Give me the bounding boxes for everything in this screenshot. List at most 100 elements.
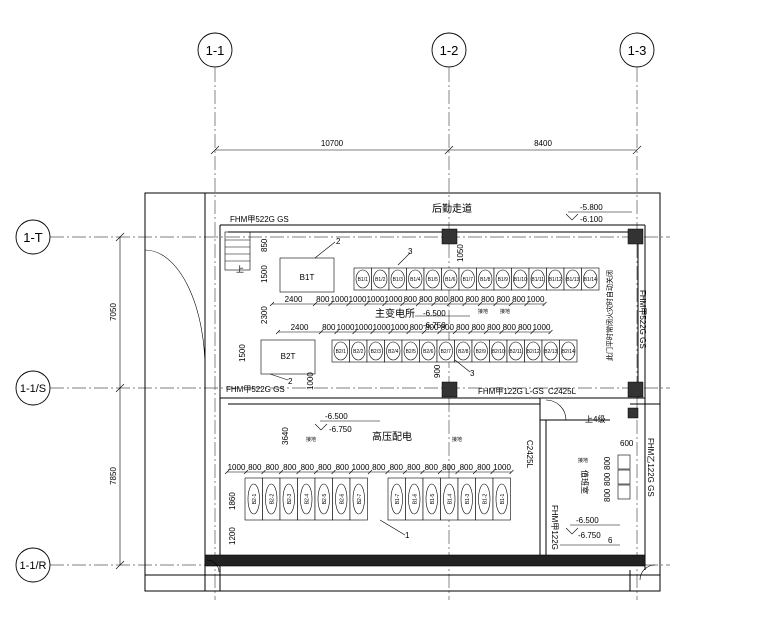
- b1-cabinet-label: B1/10: [514, 277, 527, 283]
- b2-cabinet-label: B2/1: [336, 349, 347, 355]
- row2-dim: 1000: [533, 323, 551, 332]
- dim-left-7050: 7050: [109, 303, 118, 321]
- axis-grid: 1-1 1-2 1-3 1-T 1-1/S 1-1/R: [15, 32, 670, 600]
- leader-t1: 2: [336, 237, 341, 246]
- row1-dim: 800: [419, 295, 433, 304]
- row1-dim: 800: [497, 295, 511, 304]
- b2-cabinet-label: B2/10: [492, 349, 505, 355]
- row1-dim: 800: [481, 295, 495, 304]
- hv-dim: 800: [248, 463, 262, 472]
- hv-dim: 800: [390, 463, 404, 472]
- hv-dim: 800: [336, 463, 350, 472]
- dim-2300: 2300: [260, 306, 269, 324]
- dim-1000: 1000: [306, 372, 315, 390]
- row1-dim: 1000: [331, 295, 349, 304]
- dim-left-7850: 7850: [109, 467, 118, 485]
- dim-600: 600: [620, 439, 634, 448]
- hv-dim: 1000: [352, 463, 370, 472]
- b2-cabinet-label: B2/13: [544, 349, 557, 355]
- row2-dim: 800: [472, 323, 486, 332]
- row2-dim: 1000: [337, 323, 355, 332]
- dim-1500a: 1500: [260, 265, 269, 283]
- ground-mark: 接地: [478, 308, 488, 315]
- b1-cabinet-label: B1/11: [531, 277, 544, 283]
- building-walls: [144, 192, 661, 592]
- hv-right-cabinet-label: B1-7: [395, 494, 401, 505]
- dim-1050: 1050: [456, 244, 465, 262]
- dim-3640: 3640: [281, 427, 290, 445]
- axis-bubble-1-T: [15, 219, 51, 255]
- b1-cabinet-label: B1/14: [584, 277, 597, 283]
- leader-c1: 3: [408, 247, 413, 256]
- b2-cabinet-label: B2/5: [406, 349, 417, 355]
- b2-cabinet-label: B2/3: [371, 349, 382, 355]
- stairs-up-4: 上4级: [585, 414, 605, 424]
- door-fhm-right-a: FHM甲522G GS: [638, 290, 647, 349]
- level-hv-bottom: -6.750: [329, 425, 352, 434]
- door-fhm-mid-left: FHM甲522G GS: [226, 385, 285, 394]
- level-corridor-bottom: -6.100: [580, 215, 603, 224]
- duty-room-equipment: 6: [560, 454, 631, 546]
- row2-dim: 800: [441, 323, 455, 332]
- row1-dim: 1000: [527, 295, 545, 304]
- row1-dim: 800: [450, 295, 464, 304]
- b2-cabinet-label: B2/4: [388, 349, 399, 355]
- hv-dim: 800: [460, 463, 474, 472]
- hv-dim: 800: [442, 463, 456, 472]
- b1-cabinet-label: B1/6: [445, 277, 456, 283]
- axis-label-1-1: 1-1: [206, 43, 225, 58]
- transformer-b1t: [279, 257, 335, 293]
- ground-marks: 接地 接地 接地 接地 接地: [306, 308, 588, 464]
- row2-dim: 1000: [373, 323, 391, 332]
- axis-bubble-1-1R: [15, 547, 51, 583]
- ground-mark: 接地: [578, 457, 588, 464]
- column: [441, 228, 458, 245]
- room-main-substation: 主变电所: [375, 307, 415, 320]
- hv-right-cabinet-label: B1-2: [482, 494, 488, 505]
- hv-left-cabinet-label: B2-4: [304, 494, 310, 505]
- axis-label-1-T: 1-T: [23, 230, 43, 245]
- row2-dim: 1000: [355, 323, 373, 332]
- hv-dim: 800: [407, 463, 421, 472]
- hv-left-cabinet-label: B2-6: [339, 494, 345, 505]
- hv-left-cabinet-label: B2-3: [287, 494, 293, 505]
- door-c2425l-vertical: C2425L: [525, 440, 534, 469]
- b1-cabinet-label: B1/4: [410, 277, 421, 283]
- b1-cabinet-label: B1/5: [428, 277, 439, 283]
- stairs: 上: [224, 231, 251, 274]
- door-c2425l-center: C2425L: [548, 387, 577, 396]
- dim-800c: 800: [603, 488, 612, 502]
- dim-800b: 800: [603, 472, 612, 486]
- structural-columns: [441, 228, 644, 419]
- row2-dim: 800: [410, 323, 424, 332]
- b2-cabinet-label: B2/8: [458, 349, 469, 355]
- hv-dim: 800: [266, 463, 280, 472]
- level-sub-top: -6.500: [423, 309, 446, 318]
- axis-label-1-3: 1-3: [628, 43, 647, 58]
- leader-t2: 2: [288, 377, 293, 386]
- door-right-vertical-note: 此门平时常闭火灾时自动关闭: [605, 270, 614, 361]
- b2-cabinet-label: B2/7: [441, 349, 452, 355]
- axis-bubble-1-2: [431, 32, 467, 68]
- b2-cabinet-label: B2/9: [476, 349, 487, 355]
- column: [627, 407, 639, 419]
- row1-dim: 800: [466, 295, 480, 304]
- b1-cabinet-label: B1/9: [498, 277, 509, 283]
- axis-label-1-1S: 1-1/S: [20, 383, 46, 395]
- b1-cabinet-label: B1/3: [393, 277, 404, 283]
- axis-bubble-1-3: [619, 32, 655, 68]
- b1-cabinet-label: B1/8: [480, 277, 491, 283]
- hv-right-cabinet-label: B1-6: [412, 494, 418, 505]
- dim-850: 850: [260, 238, 269, 252]
- hv-left-cabinet-label: B2-1: [252, 494, 258, 505]
- dim-top-10700: 10700: [321, 139, 344, 148]
- axis-bubble-1-1: [197, 32, 233, 68]
- room-labels: 后勤走道 主变电所 高压配电 值班室 上4级 -5.800 -6.100 -6.…: [314, 202, 632, 540]
- b1-cabinet-label: B1/7: [463, 277, 474, 283]
- hv-right-cabinet-label: B1-3: [465, 494, 471, 505]
- b1-cabinet-label: B1/13: [566, 277, 579, 283]
- b2-cabinet-label: B2/14: [562, 349, 575, 355]
- transformer-b1t-label: B1T: [300, 273, 315, 282]
- column: [627, 381, 644, 398]
